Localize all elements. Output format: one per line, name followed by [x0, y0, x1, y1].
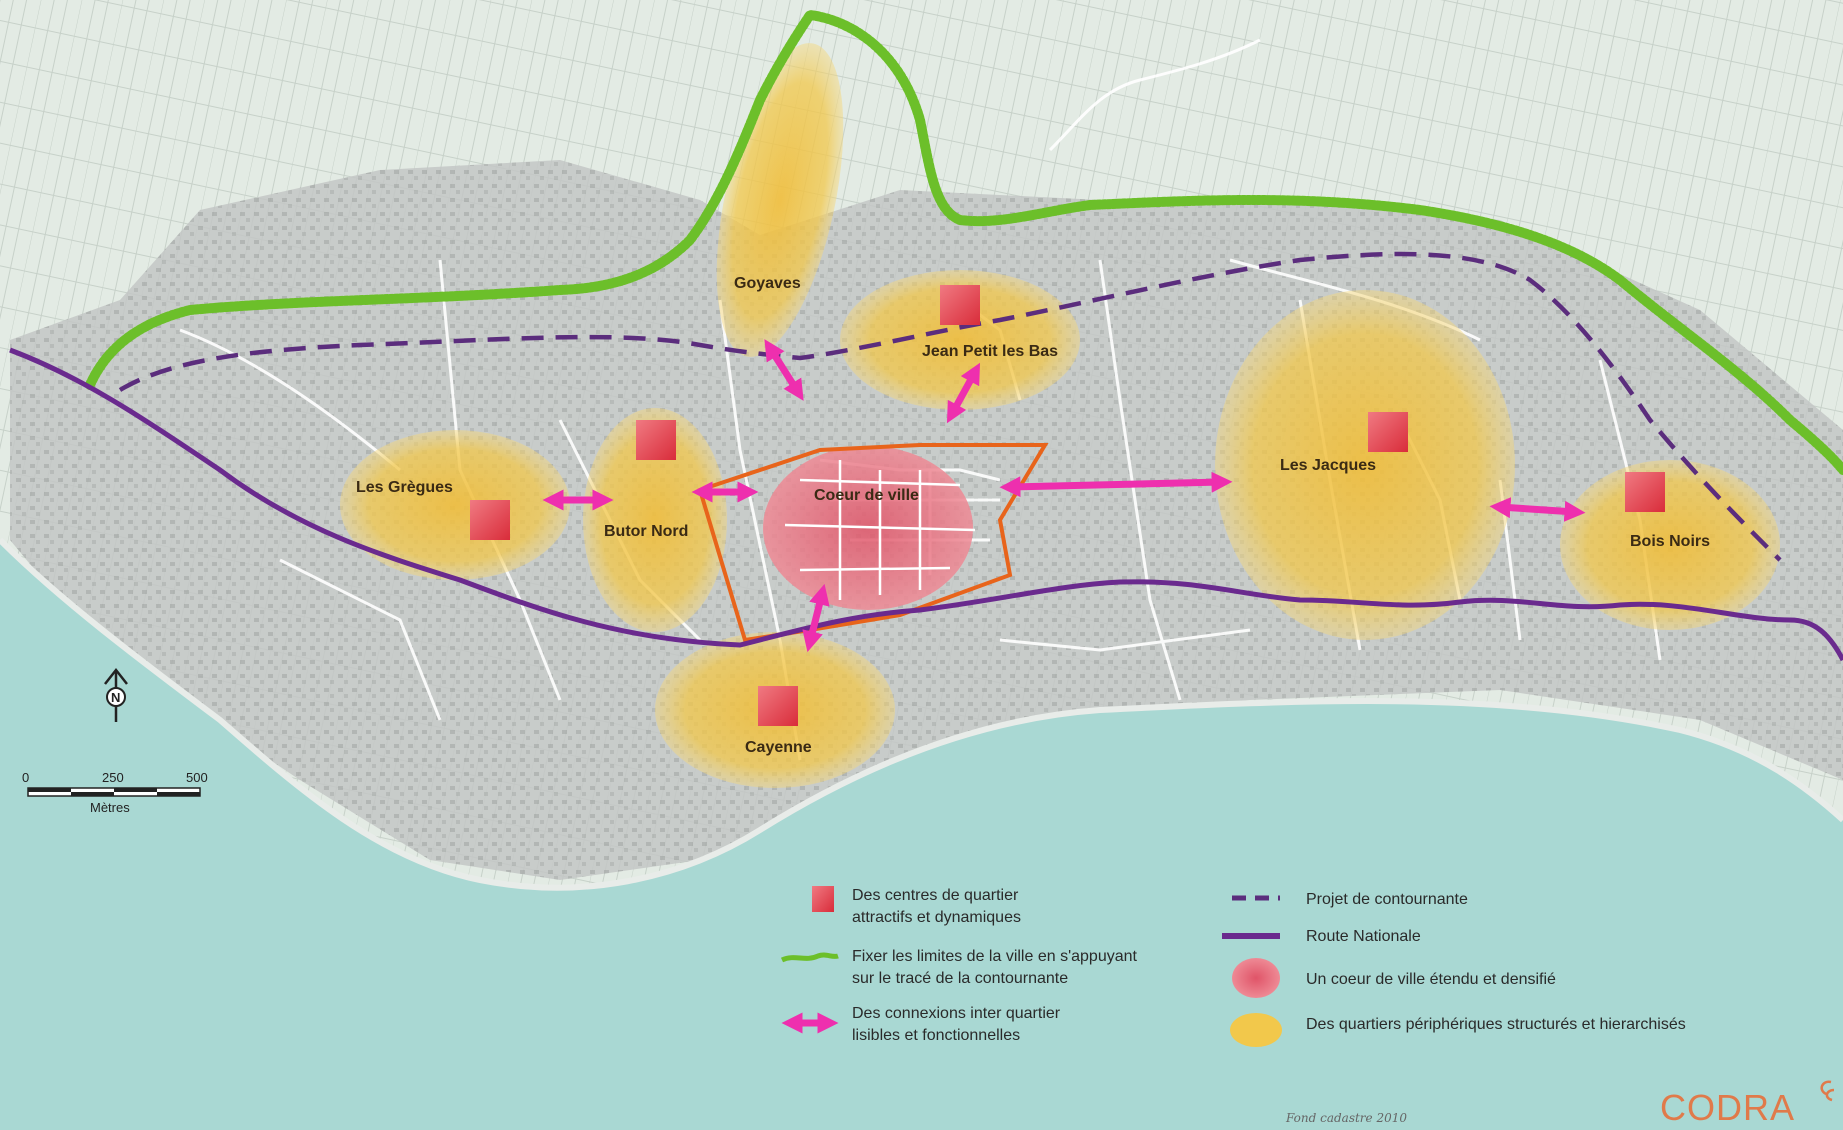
- centre-square-gregues: [470, 500, 510, 540]
- label-cayenne: Cayenne: [745, 739, 812, 756]
- district-bois-noirs: [1560, 460, 1780, 630]
- district-jacques: [1215, 290, 1515, 640]
- centre-square-butor: [636, 420, 676, 460]
- legend-swatch-districts: [1230, 1013, 1282, 1047]
- legend-swatch-limits: [780, 952, 839, 963]
- label-jean-petit: Jean Petit les Bas: [922, 343, 1058, 360]
- north-arrow: N: [104, 667, 128, 722]
- label-coeur: Coeur de ville: [814, 487, 919, 504]
- label-jacques: Les Jacques: [1280, 457, 1376, 474]
- bypass-project-line: [118, 251, 1782, 562]
- legend-swatch-heart: [1232, 958, 1280, 998]
- connection-arrows: [542, 339, 1586, 653]
- green-limit-line: [85, 9, 1843, 475]
- national-road-line: [9, 347, 1843, 662]
- legend-connections-line1: Des connexions inter quartier: [852, 1005, 1061, 1022]
- connection-coeur-jacques: [999, 471, 1233, 498]
- connection-jacques-boisnoirs: [1489, 497, 1586, 522]
- legend-centres-line2: attractifs et dynamiques: [852, 909, 1021, 926]
- legend-limits-line1: Fixer les limites de la ville en s'appuy…: [852, 948, 1138, 965]
- legend-heart: Un coeur de ville étendu et densifié: [1306, 971, 1556, 988]
- legend-connections-line2: lisibles et fonctionnelles: [852, 1027, 1020, 1044]
- legend-bypass: Projet de contournante: [1306, 891, 1468, 908]
- centre-square-cayenne: [758, 686, 798, 726]
- coastline: [0, 537, 1843, 891]
- connection-coeur-cayenne: [802, 583, 830, 653]
- district-butor: [583, 408, 727, 632]
- sea: [0, 540, 1843, 1130]
- scale-bar: 0 250 500 Mètres: [22, 770, 208, 815]
- legend-swatch-centres: [812, 886, 834, 912]
- map-credit: Fond cadastre 2010: [1285, 1111, 1407, 1125]
- centre-square-bois-noirs: [1625, 472, 1665, 512]
- district-centres: [470, 285, 1665, 726]
- peripheral-districts: [340, 43, 1780, 788]
- legend-districts: Des quartiers périphériques structurés e…: [1306, 1016, 1686, 1033]
- district-gregues: [340, 430, 570, 580]
- scale-tick-0: 0: [22, 770, 29, 785]
- scale-unit: Mètres: [90, 800, 130, 815]
- label-goyaves: Goyaves: [734, 275, 801, 292]
- scale-tick-500: 500: [186, 770, 208, 785]
- connection-goyaves-coeur: [764, 339, 804, 401]
- connection-jeanpetit-coeur: [946, 362, 981, 424]
- legend-national-road: Route Nationale: [1306, 928, 1421, 945]
- centre-square-jacques: [1368, 412, 1408, 452]
- heart-streets: [784, 460, 976, 600]
- label-bois-noirs: Bois Noirs: [1630, 533, 1710, 550]
- label-gregues: Les Grègues: [356, 479, 453, 496]
- scale-tick-250: 250: [102, 770, 124, 785]
- label-butor: Butor Nord: [604, 523, 688, 540]
- centre-square-jean-petit: [940, 285, 980, 325]
- legend-limits-line2: sur le tracé de la contournante: [852, 970, 1068, 987]
- legend-centres-line1: Des centres de quartier: [852, 887, 1019, 904]
- district-jean-petit: [840, 270, 1080, 410]
- brand-mark: [1820, 1080, 1835, 1102]
- north-letter: N: [111, 690, 120, 705]
- brand-logo: CODRA: [1660, 1087, 1795, 1128]
- legend: Des centres de quartier attractifs et dy…: [780, 886, 1686, 1047]
